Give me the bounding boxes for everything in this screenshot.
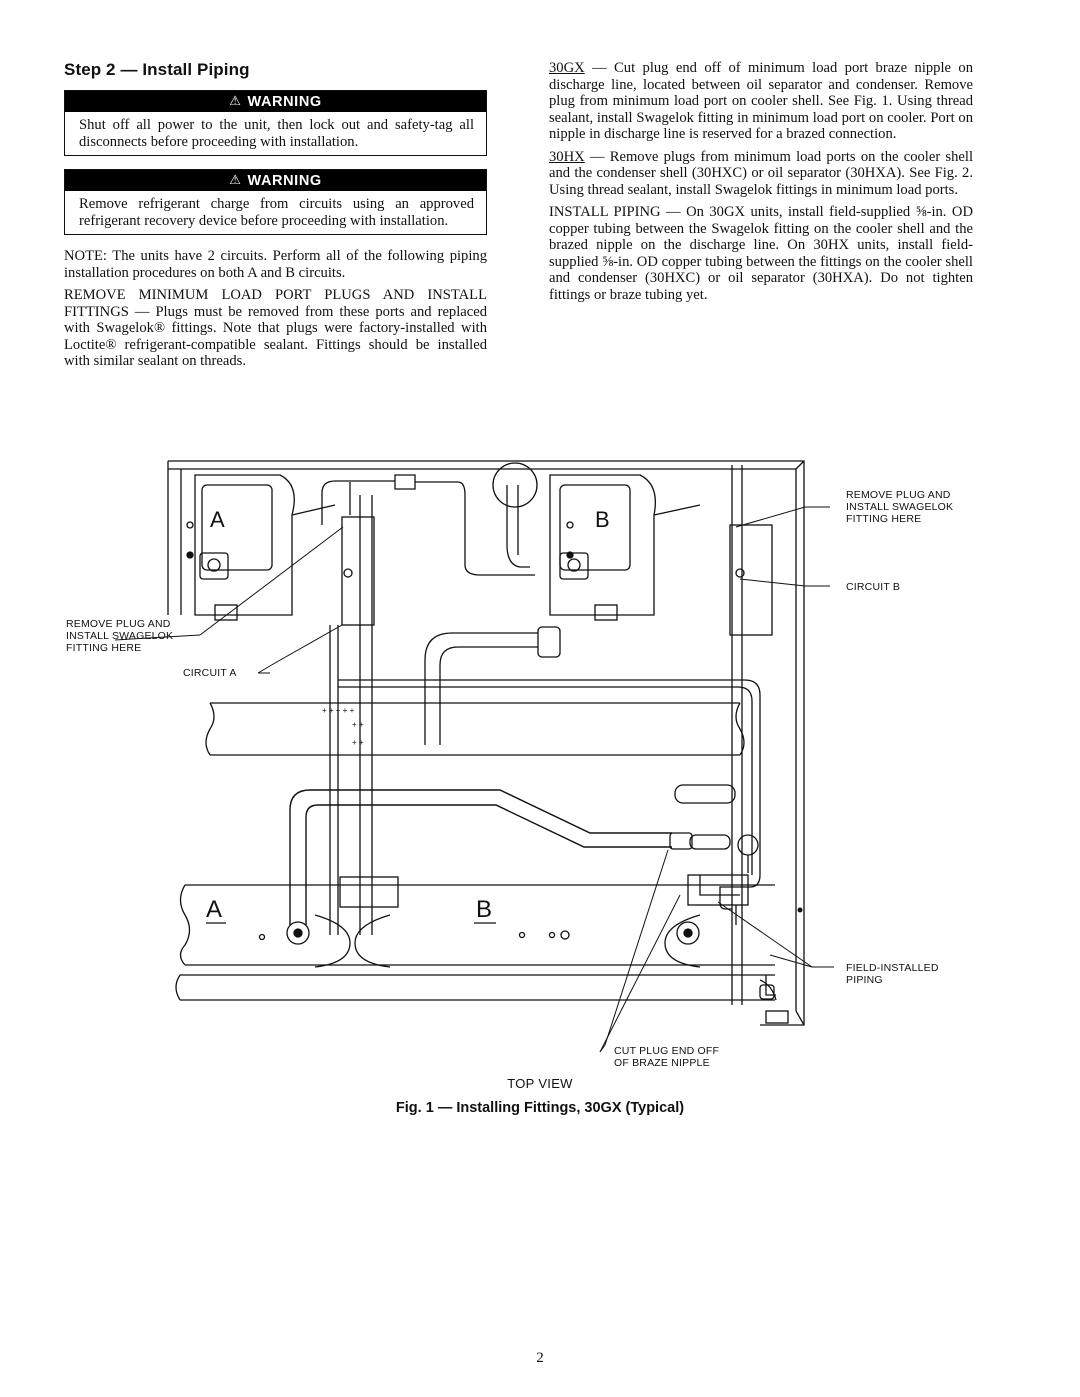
note-paragraph: NOTE: The units have 2 circuits. Perform… xyxy=(64,248,487,281)
install-piping-text: — On 30GX units, install field-supplied … xyxy=(549,204,973,303)
install-piping-paragraph: INSTALL PIPING — On 30GX units, install … xyxy=(549,204,973,303)
figure-1-diagram: + + + + + + + + + xyxy=(60,455,1020,1075)
callout-circuit-b: CIRCUIT B xyxy=(846,581,901,593)
callout-line: FITTING HERE xyxy=(846,513,922,525)
label-letter-a-upper: A xyxy=(210,507,225,532)
callout-line: INSTALL SWAGELOK xyxy=(846,501,954,513)
left-column: Step 2 — Install Piping ⚠ WARNING Shut of… xyxy=(64,60,487,376)
hx-model: 30HX xyxy=(549,148,585,165)
right-column: 30GX — Cut plug end off of minimum load … xyxy=(549,60,973,309)
callout-circuit-a: CIRCUIT A xyxy=(183,667,237,679)
callout-remove-plug-right: REMOVE PLUG AND INSTALL SWAGELOK FITTING… xyxy=(846,489,953,525)
warning-header: ⚠ WARNING xyxy=(65,170,486,191)
figure-view-label: TOP VIEW xyxy=(507,1076,573,1091)
hx-paragraph: 30HX — Remove plugs from minimum load po… xyxy=(549,149,973,199)
warning-body: Remove refrigerant charge from circuits … xyxy=(79,196,474,229)
flange-b xyxy=(676,921,700,945)
hx-text: — Remove plugs from minimum load ports o… xyxy=(549,148,973,198)
svg-text:+ +: + + xyxy=(352,720,364,729)
warning-header-label: WARNING xyxy=(247,94,322,110)
callout-line: INSTALL SWAGELOK xyxy=(66,630,174,642)
callout-line: CUT PLUG END OFF xyxy=(614,1045,720,1057)
callout-line: OF BRAZE NIPPLE xyxy=(614,1057,710,1069)
step-heading: Step 2 — Install Piping xyxy=(64,60,250,79)
callout-line: PIPING xyxy=(846,974,883,986)
callout-line: REMOVE PLUG AND xyxy=(846,489,951,501)
remove-plugs-heading: REMOVE MINIMUM LOAD PORT PLUGS AND INSTA… xyxy=(64,287,487,320)
flange-a xyxy=(286,921,310,945)
warning-header: ⚠ WARNING xyxy=(65,91,486,112)
remove-plugs-paragraph: REMOVE MINIMUM LOAD PORT PLUGS AND INSTA… xyxy=(64,287,487,370)
gx-model: 30GX xyxy=(549,60,585,76)
warning-box-power: ⚠ WARNING Shut off all power to the unit,… xyxy=(64,90,487,156)
svg-text:+ + + + +: + + + + + xyxy=(322,706,355,715)
callout-cut-plug: CUT PLUG END OFF OF BRAZE NIPPLE xyxy=(614,1045,719,1069)
warning-triangle-icon: ⚠ xyxy=(229,93,242,108)
callout-field-installed: FIELD-INSTALLED PIPING xyxy=(846,962,939,986)
label-letter-b-upper: B xyxy=(595,507,610,532)
svg-text:+ +: + + xyxy=(352,738,364,747)
install-piping-heading: INSTALL PIPING xyxy=(549,204,661,220)
callout-line: FIELD-INSTALLED xyxy=(846,962,939,974)
cabinet-outline xyxy=(168,460,805,1026)
warning-body: Shut off all power to the unit, then loc… xyxy=(79,117,474,150)
unit-top-view-drawing: + + + + + + + + + xyxy=(114,460,834,1053)
oil-separator-a xyxy=(341,516,375,626)
receiver xyxy=(492,462,538,508)
compressor-b xyxy=(549,474,701,621)
callout-line: REMOVE PLUG AND xyxy=(66,618,171,630)
remove-plugs-text: — Plugs must be removed from these ports… xyxy=(64,303,487,370)
compressor-a xyxy=(186,474,336,621)
warning-box-refrigerant: ⚠ WARNING Remove refrigerant charge from … xyxy=(64,169,487,235)
oil-separator-b xyxy=(729,524,773,636)
gx-text: — Cut plug end off of minimum load port … xyxy=(549,60,973,142)
label-letter-a-lower: A xyxy=(206,896,222,923)
label-letter-b-lower: B xyxy=(476,896,492,923)
callout-remove-plug-left: REMOVE PLUG AND INSTALL SWAGELOK FITTING… xyxy=(66,618,173,654)
gx-paragraph: 30GX — Cut plug end off of minimum load … xyxy=(549,60,973,143)
warning-triangle-icon: ⚠ xyxy=(229,172,242,187)
figure-caption: Fig. 1 — Installing Fittings, 30GX (Typi… xyxy=(395,1100,685,1116)
callout-line: FITTING HERE xyxy=(66,642,142,654)
page-number: 2 xyxy=(536,1350,544,1366)
warning-header-label: WARNING xyxy=(247,173,322,189)
